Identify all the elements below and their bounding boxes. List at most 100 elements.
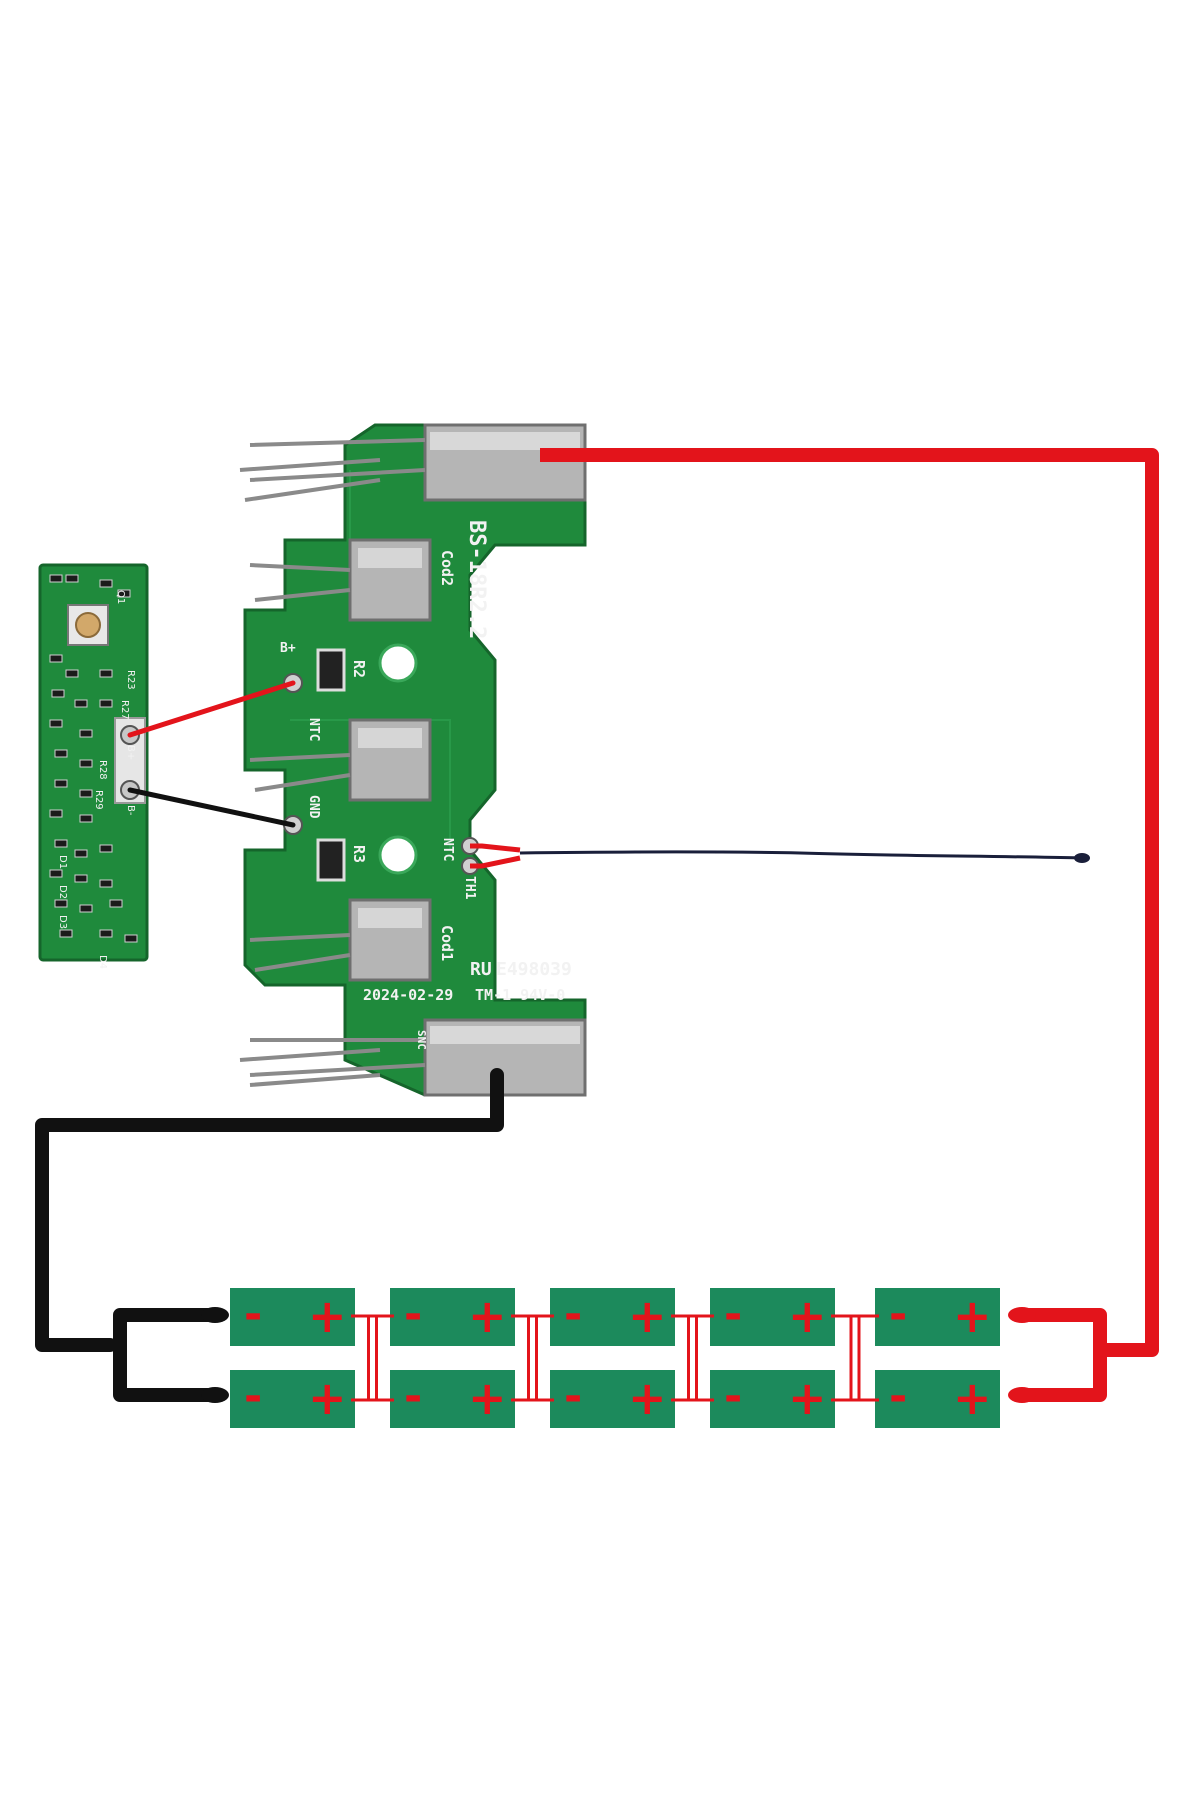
resistor-r3 (316, 838, 346, 882)
smd-component (51, 689, 65, 698)
smd-component (109, 899, 123, 908)
board-model-label: BS-18R2.2 (464, 520, 489, 639)
indicator-silk-label: D1 (57, 855, 68, 869)
smd-component (99, 879, 113, 888)
indicator-silk-label: Q1 (115, 590, 126, 604)
indicator-silk-label: R27 (119, 700, 130, 720)
terminal-negative (239, 1018, 587, 1097)
smd-component (99, 699, 113, 708)
bus-negative-tip-bottom (201, 1387, 229, 1403)
battery-cell: -+ (710, 1288, 835, 1346)
bus-positive (1022, 1308, 1107, 1402)
cell-negative-sign: - (724, 1289, 742, 1340)
ntc-label: NTC (440, 838, 455, 861)
smd-component (117, 589, 131, 598)
indicator-silk-label: D3 (57, 915, 68, 929)
indicator-silk-label: D4 (97, 955, 108, 969)
wire-main-positive (540, 448, 1159, 1357)
thermistor-probe-icon (470, 843, 1090, 869)
indicator-silk-label: D2 (57, 885, 68, 899)
r2-label: R2 (350, 660, 368, 678)
series-link (831, 1314, 879, 1402)
indicator-silk-label: R28 (97, 760, 108, 780)
indicator-components (49, 574, 138, 943)
battery-cell: -+ (875, 1370, 1000, 1428)
smd-component (99, 579, 113, 588)
battery-cell: -+ (390, 1370, 515, 1428)
mount-hole-top (378, 643, 418, 683)
cell-negative-sign: - (889, 1289, 907, 1340)
series-link (511, 1314, 554, 1402)
smd-component (79, 759, 93, 768)
push-button-icon[interactable] (67, 604, 109, 646)
smd-component (79, 904, 93, 913)
date-label: 2024-02-29 (363, 986, 453, 1004)
bus-positive-tip-bottom (1008, 1387, 1036, 1403)
ntc-side-label: NTC (306, 718, 321, 741)
battery-cell: -+ (710, 1370, 835, 1428)
cell-positive-sign: + (468, 1371, 507, 1425)
cell-negative-sign: - (404, 1289, 422, 1340)
cell-negative-sign: - (564, 1289, 582, 1340)
cell-positive-sign: + (788, 1289, 827, 1343)
terminal-cod2 (249, 538, 432, 622)
smd-component (74, 874, 88, 883)
smd-component (74, 849, 88, 858)
battery-cell: -+ (230, 1288, 355, 1346)
code-top-label: Cod2 (438, 550, 456, 586)
cell-positive-sign: + (308, 1289, 347, 1343)
cell-negative-sign: - (404, 1371, 422, 1422)
smd-component (54, 749, 68, 758)
mount-hole-bottom (378, 835, 418, 875)
indicator-silk-label: B+ (125, 745, 136, 760)
cell-positive-sign: + (788, 1371, 827, 1425)
bus-negative-tip-top (201, 1307, 229, 1323)
smd-component (49, 869, 63, 878)
smd-component (54, 839, 68, 848)
b-plus-label: B+ (280, 641, 296, 656)
smd-component (79, 814, 93, 823)
terminal-cod1 (249, 898, 432, 982)
bus-negative (113, 1308, 215, 1402)
smd-component (59, 929, 73, 938)
smd-component (49, 719, 63, 728)
cell-positive-sign: + (628, 1371, 667, 1425)
smd-component (54, 779, 68, 788)
code-bottom-label: Cod1 (438, 925, 456, 961)
smd-component (49, 574, 63, 583)
smd-component (79, 789, 93, 798)
smd-component (54, 899, 68, 908)
cell-negative-sign: - (889, 1371, 907, 1422)
smd-component (65, 574, 79, 583)
terminal-positive (239, 423, 587, 502)
smd-component (65, 669, 79, 678)
battery-cell: -+ (230, 1370, 355, 1428)
cell-negative-sign: - (244, 1289, 262, 1340)
battery-cell: -+ (875, 1288, 1000, 1346)
ul-mark: RU (470, 959, 492, 980)
cell-negative-sign: - (724, 1371, 742, 1422)
material-label: TM-1 94V-0 (475, 986, 565, 1004)
battery-cell: -+ (550, 1370, 675, 1428)
indicator-silk-label: R23 (125, 670, 136, 690)
series-link (351, 1314, 394, 1402)
cell-positive-sign: + (468, 1289, 507, 1343)
battery-pack: -+-+-+-+-+-+-+-+-+-+ (230, 1288, 1000, 1428)
smd-component (99, 844, 113, 853)
cell-positive-sign: + (308, 1371, 347, 1425)
cell-positive-sign: + (953, 1371, 992, 1425)
cell-negative-sign: - (564, 1371, 582, 1422)
edge-mark-label: SNC (415, 1030, 428, 1050)
cert-label: E498039 (496, 959, 572, 980)
cell-negative-sign: - (244, 1371, 262, 1422)
indicator-silk-label: R29 (93, 790, 104, 810)
indicator-pcb (38, 563, 149, 962)
r3-label: R3 (350, 845, 368, 863)
cell-positive-sign: + (628, 1289, 667, 1343)
smd-component (49, 809, 63, 818)
th1-label: TH1 (462, 876, 477, 900)
smd-component (79, 729, 93, 738)
battery-cell: -+ (550, 1288, 675, 1346)
